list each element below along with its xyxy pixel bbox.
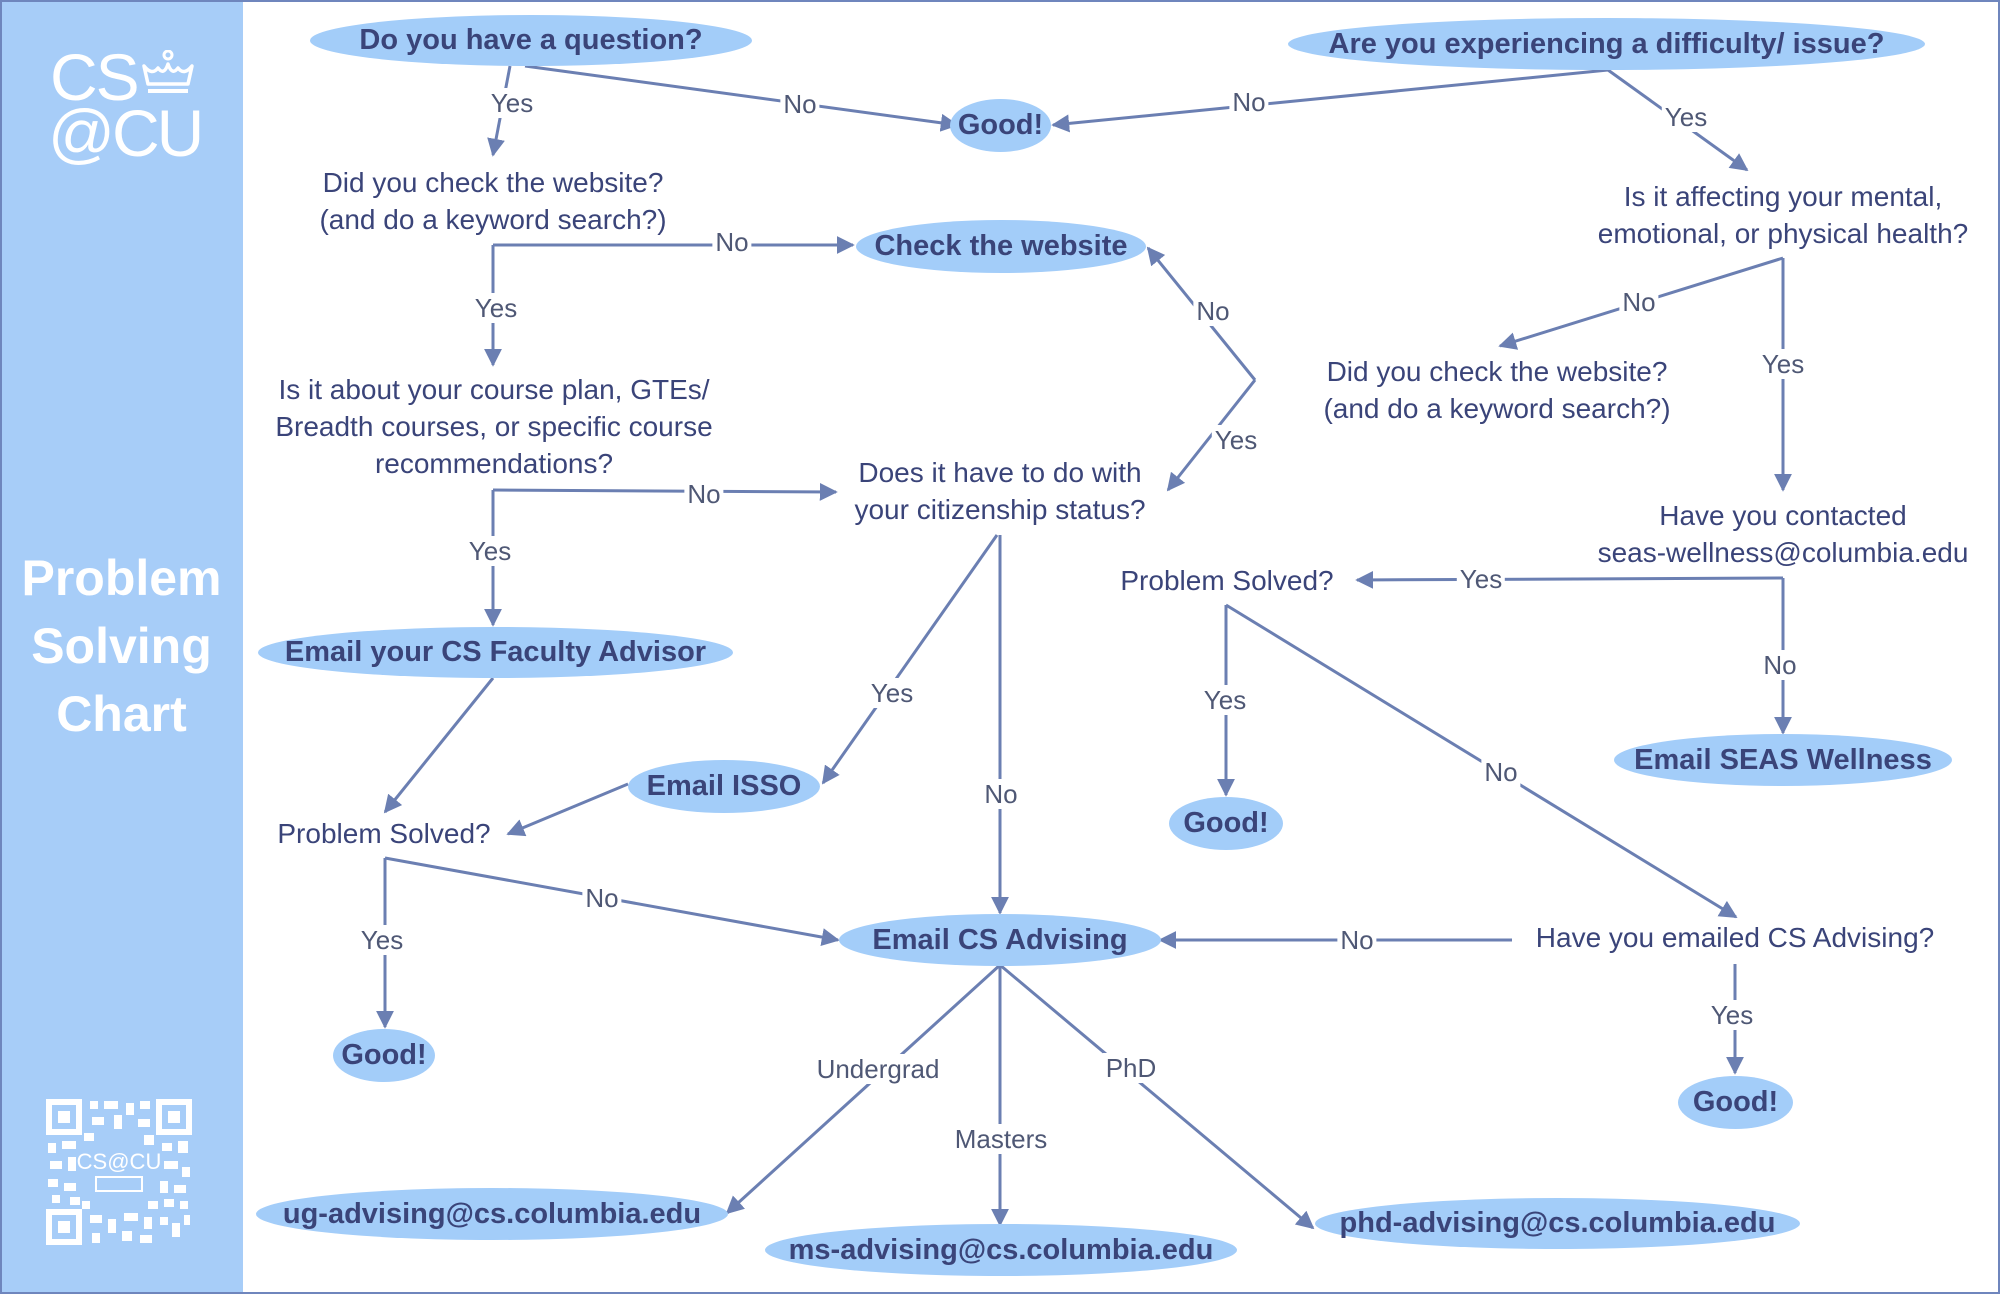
check-website-question-right: Did you check the website? (and do a key…	[1323, 356, 1671, 424]
sidebar-title-line-1: Problem	[21, 550, 222, 606]
qr-code[interactable]: CS@CU	[44, 1097, 194, 1247]
ug-advising-pill[interactable]: ug-advising@cs.columbia.edu	[256, 1188, 728, 1240]
edge-label-no: No	[1193, 296, 1233, 326]
email-cs-advising-pill: Email CS Advising	[839, 914, 1161, 966]
edge-label-no: No	[1619, 287, 1659, 317]
edge-label-no: No	[1760, 650, 1800, 680]
edge-label-yes: Yes	[1200, 685, 1250, 715]
contacted-wellness-question: Have you contacted seas-wellness@columbi…	[1597, 500, 1969, 568]
difficulty-start-pill: Are you experiencing a difficulty/ issue…	[1288, 18, 1925, 70]
edge-label-no: No	[1229, 87, 1269, 117]
edge-label-yes: Yes	[1707, 1000, 1757, 1030]
edge-label-no: No	[1481, 757, 1521, 787]
edge-label-yes: Yes	[1661, 102, 1711, 132]
edge-label-no: No	[1337, 925, 1377, 955]
good-middle-pill: Good!	[1169, 797, 1283, 850]
cs-at-cu-logo: CS @CU	[48, 40, 204, 170]
check-website-question-left: Did you check the website? (and do a key…	[319, 167, 667, 235]
problem-solved-question-left: Problem Solved?	[277, 818, 491, 849]
sidebar: CS @CU Problem Solving Chart	[0, 0, 243, 1294]
email-isso-pill: Email ISSO	[628, 760, 820, 813]
edge-label-yes: Yes	[471, 293, 521, 323]
edge-label-yes: Yes	[357, 925, 407, 955]
edge-label-phd: PhD	[1102, 1053, 1160, 1083]
edge-label-yes: Yes	[487, 88, 537, 118]
good-left-pill: Good!	[333, 1029, 435, 1082]
ms-advising-pill[interactable]: ms-advising@cs.columbia.edu	[765, 1224, 1237, 1276]
phd-advising-pill[interactable]: phd-advising@cs.columbia.edu	[1315, 1198, 1800, 1249]
edge-label-yes: Yes	[1758, 349, 1808, 379]
email-seas-wellness-pill: Email SEAS Wellness	[1614, 734, 1952, 786]
edge-label-yes: Yes	[1211, 425, 1261, 455]
crown-icon	[142, 50, 194, 93]
course-plan-question: Is it about your course plan, GTEs/ Brea…	[275, 374, 713, 479]
check-website-pill: Check the website	[856, 220, 1146, 273]
sidebar-title-line-3: Chart	[56, 686, 187, 742]
edge-label-masters: Masters	[951, 1124, 1051, 1154]
good-right-pill: Good!	[1678, 1076, 1793, 1129]
edge-label-no: No	[981, 779, 1021, 809]
email-faculty-advisor-pill: Email your CS Faculty Advisor	[258, 627, 733, 678]
edge-label-yes: Yes	[867, 678, 917, 708]
problem-solved-question-middle: Problem Solved?	[1120, 565, 1334, 596]
edge-label-yes: Yes	[465, 536, 515, 566]
edge-label-no: No	[712, 227, 752, 257]
edge-label-no: No	[780, 89, 820, 119]
sidebar-title-line-2: Solving	[31, 618, 212, 674]
mental-health-question: Is it affecting your mental, emotional, …	[1597, 181, 1969, 249]
qr-logo-text: CS@CU	[77, 1149, 162, 1174]
question-start-pill: Do you have a question?	[310, 15, 752, 66]
edge-label-no: No	[582, 883, 622, 913]
emailed-cs-advising-question: Have you emailed CS Advising?	[1535, 922, 1935, 953]
citizenship-question: Does it have to do with your citizenship…	[854, 457, 1146, 525]
good-top-pill: Good!	[950, 99, 1051, 152]
edge-label-yes: Yes	[1456, 564, 1506, 594]
edge-label-undergrad: Undergrad	[813, 1054, 943, 1084]
edge-label-no: No	[684, 479, 724, 509]
